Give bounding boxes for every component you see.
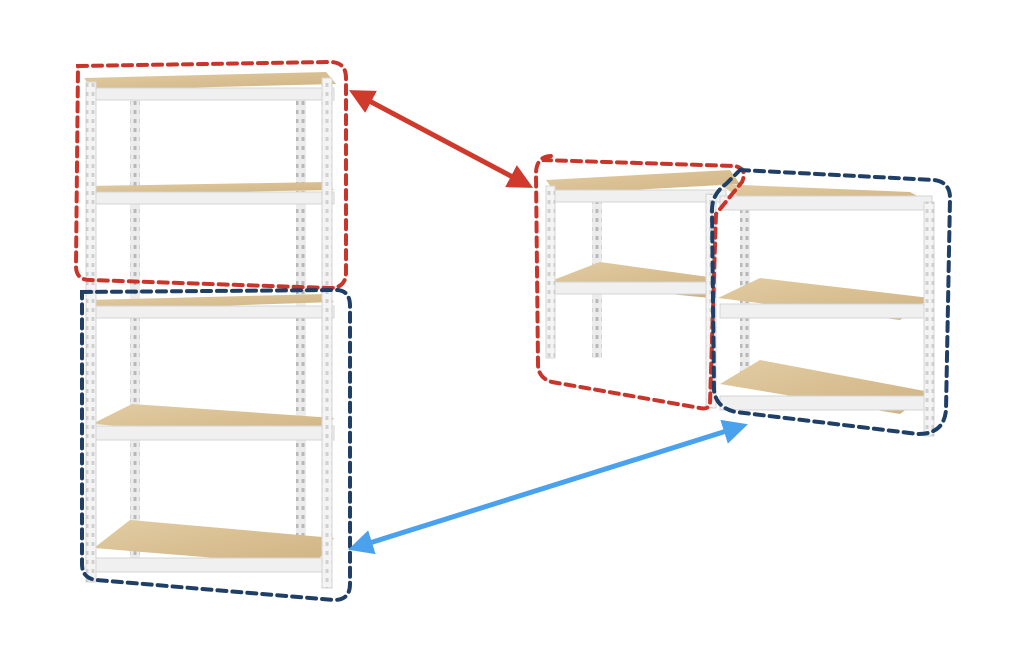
right-right-bench-front-post-right-holes bbox=[924, 202, 934, 436]
right-left-bench-lower-rail bbox=[549, 281, 717, 295]
left-top-section-outline bbox=[73, 59, 348, 291]
left-tall-shelving-unit bbox=[84, 72, 336, 589]
right-left-bench bbox=[545, 170, 740, 359]
left-shelf-1-rail bbox=[85, 87, 335, 101]
right-left-bench-outline bbox=[533, 154, 746, 411]
left-shelf-3-rail bbox=[87, 305, 335, 319]
right-left-bench-front-post-holes bbox=[546, 186, 555, 358]
left-bottom-section-outline bbox=[80, 287, 352, 603]
left-back-post-left-holes bbox=[130, 92, 140, 562]
left-back-post-right-holes bbox=[296, 92, 306, 562]
left-shelf-2-board bbox=[86, 182, 334, 194]
right-right-bench-bottom-rail bbox=[719, 395, 931, 411]
top-section-link-arrow bbox=[348, 90, 534, 188]
right-right-bench bbox=[705, 184, 935, 437]
left-shelf-2-rail bbox=[87, 191, 335, 205]
left-shelf-3 bbox=[86, 294, 335, 319]
left-shelf-5-rail bbox=[91, 557, 333, 573]
left-shelf-1-board bbox=[84, 72, 336, 90]
left-shelf-5-board bbox=[94, 520, 334, 566]
right-right-bench-outline bbox=[709, 167, 953, 437]
right-right-bench-top-rail bbox=[719, 195, 933, 211]
left-shelf-2 bbox=[86, 182, 335, 205]
left-shelf-4-rail bbox=[89, 425, 335, 441]
right-right-bench-front-post-left-holes bbox=[706, 194, 716, 408]
right-left-bench-top-board bbox=[546, 170, 740, 194]
left-front-post-left-holes bbox=[86, 82, 96, 582]
right-left-bench-top-rail bbox=[547, 189, 727, 203]
left-front-post-right-holes bbox=[322, 78, 332, 588]
bottom-section-link-arrow bbox=[348, 419, 748, 555]
left-shelf-1 bbox=[84, 72, 336, 101]
right-right-bench-middle-rail bbox=[719, 303, 931, 319]
